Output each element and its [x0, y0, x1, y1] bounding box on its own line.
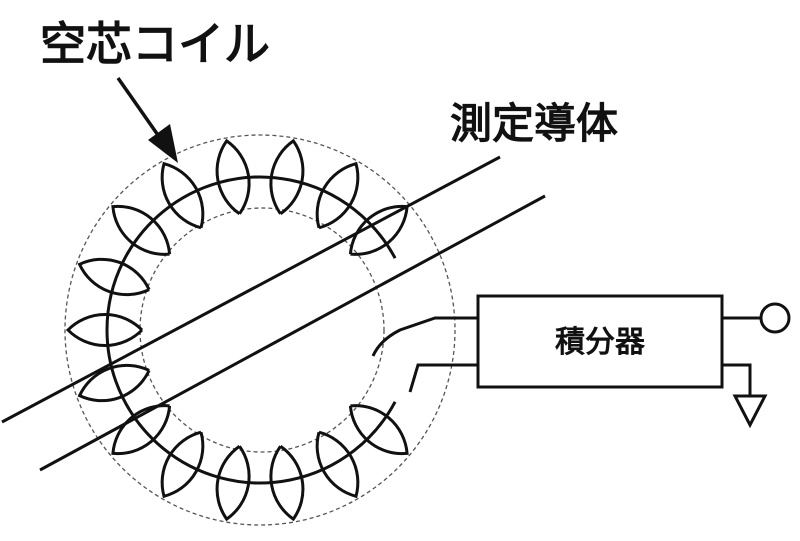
coil-core-line	[105, 175, 397, 485]
coil-turn	[315, 161, 360, 230]
coil-turn	[77, 257, 151, 297]
inner-dashed-circle	[139, 207, 385, 453]
coil-turn	[65, 313, 144, 347]
coil-turn	[160, 161, 205, 230]
ground-symbol-icon	[722, 363, 768, 429]
pointer-arrow	[116, 76, 178, 163]
coil-turn	[215, 444, 251, 522]
coil-turn	[215, 138, 251, 216]
coil-turn	[269, 138, 305, 216]
coil-turn	[111, 204, 172, 256]
integrator-box	[476, 294, 724, 389]
outer-dashed-circle	[64, 134, 456, 526]
coil-turn	[269, 444, 305, 522]
air-core-coil	[65, 138, 409, 522]
coil-turn	[77, 363, 151, 403]
coil-turn	[348, 204, 409, 256]
integrator-label: 積分器	[555, 325, 646, 360]
coil-turn	[111, 404, 172, 456]
coil-leads	[371, 316, 478, 393]
coil-turn	[160, 430, 205, 499]
coil-label: 空芯コイル	[40, 17, 270, 71]
coil-turn	[348, 404, 409, 456]
conductor-label: 測定導体	[450, 99, 618, 148]
circle-terminal-icon	[759, 302, 791, 334]
coil-turn	[315, 430, 360, 499]
